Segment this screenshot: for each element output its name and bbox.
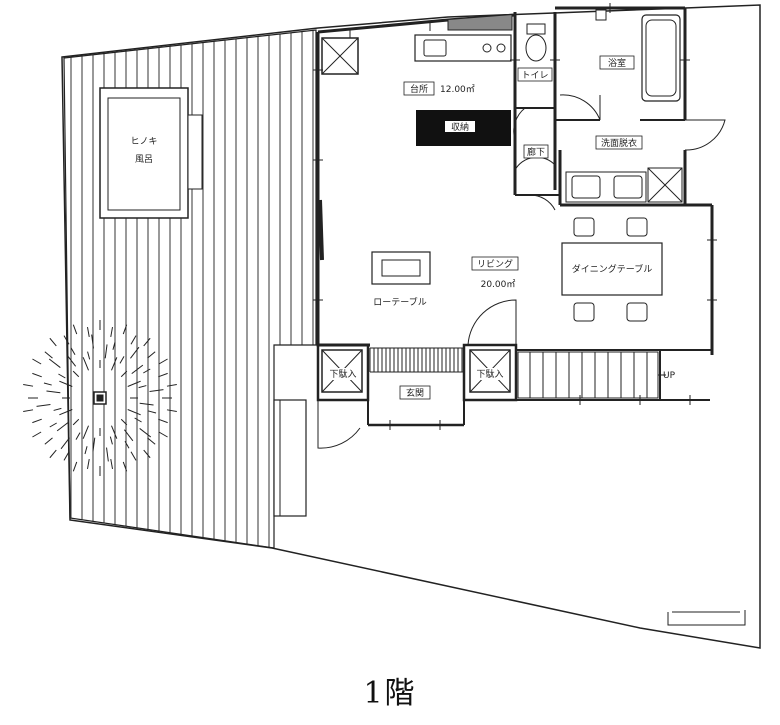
floor-plan: ヒノキ 風呂: [23, 3, 761, 649]
bathroom-label: 浴室: [608, 57, 626, 69]
corner-detail: [667, 610, 746, 626]
doors: [317, 94, 726, 449]
room-labels: 台所 12.00㎡ トイレ 浴室 廊下 洗面脱衣 リビング 20.00㎡ ダイニ…: [373, 55, 661, 400]
bathtub: [595, 9, 681, 102]
hinoki-bath-label-1: ヒノキ: [130, 136, 157, 147]
living-area-label: 20.00㎡: [481, 279, 516, 290]
living-label: リビング: [477, 258, 513, 270]
corridor-label: 廊下: [527, 146, 545, 158]
dining-table-label: ダイニングテーブル: [572, 263, 652, 275]
washbasin: [565, 167, 683, 203]
pantry-box: [321, 37, 359, 75]
site-boundary: [61, 4, 761, 649]
tree-symbol: [23, 320, 177, 476]
toilet-label: トイレ: [521, 71, 548, 81]
storage-label: 収納: [451, 121, 469, 133]
kitchen-storage: 収納: [416, 110, 511, 146]
shoe-box-right-label: 下駄入: [476, 368, 503, 380]
washroom-label: 洗面脱衣: [601, 137, 637, 149]
floor-caption: 1階: [363, 676, 417, 711]
entrance-step: [369, 347, 464, 373]
shoe-box-left-label: 下駄入: [329, 368, 356, 380]
low-table-label: ローテーブル: [373, 296, 426, 308]
shoe-box-left: 下駄入: [321, 349, 363, 393]
toilet-fixture: [525, 23, 547, 62]
shoe-box-right: 下駄入: [469, 349, 511, 393]
low-table: [371, 251, 431, 285]
wall-ticks: [313, 3, 717, 430]
kitchen-label: 台所: [410, 83, 428, 95]
staircase: UP: [517, 351, 676, 399]
deck-step: [273, 399, 307, 517]
entrance-label: 玄関: [406, 387, 424, 399]
kitchen-counter: [414, 34, 512, 62]
hinoki-bath-label-2: 風呂: [135, 154, 153, 165]
house-walls: [316, 6, 714, 427]
stair-up-label: UP: [663, 371, 676, 381]
kitchen-area-label: 12.00㎡: [440, 84, 475, 95]
hinoki-bath: ヒノキ 風呂: [99, 87, 203, 219]
